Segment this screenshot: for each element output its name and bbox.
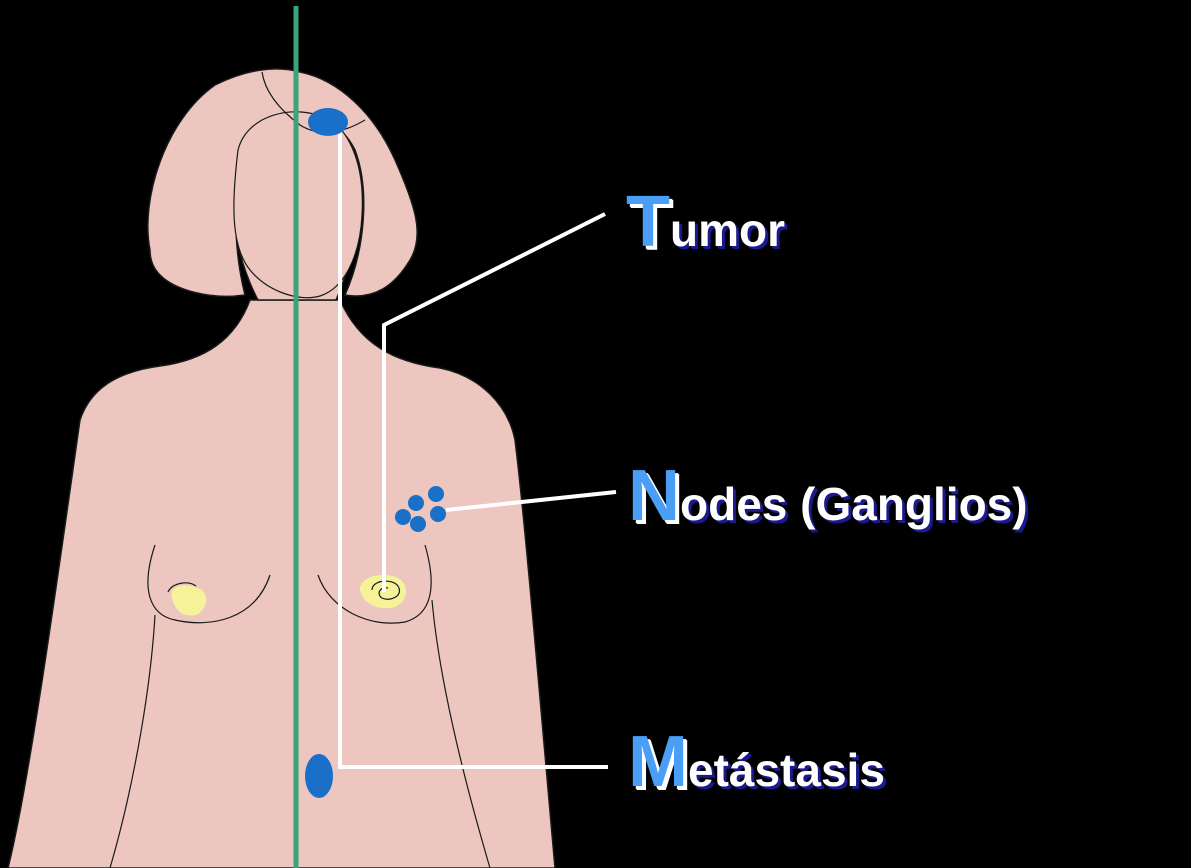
metastasis-initial: M	[628, 722, 688, 802]
lymph-node	[395, 509, 411, 525]
tumor-initial: T	[626, 182, 670, 262]
lymph-node	[410, 516, 426, 532]
label-tumor: Tumor	[626, 186, 785, 258]
lymph-node	[408, 495, 424, 511]
nodes-text: odes (Ganglios)	[680, 478, 1028, 530]
abdomen-lesion	[305, 754, 333, 798]
nodes-initial: N	[628, 456, 680, 536]
lymph-node	[428, 486, 444, 502]
metastasis-text: etástasis	[688, 744, 885, 796]
label-nodes: Nodes (Ganglios)	[628, 460, 1028, 532]
head-lesion	[308, 108, 348, 136]
lymph-node	[430, 506, 446, 522]
label-metastasis: Metástasis	[628, 726, 885, 798]
torso-silhouette	[8, 300, 555, 868]
tumor-text: umor	[670, 204, 785, 256]
